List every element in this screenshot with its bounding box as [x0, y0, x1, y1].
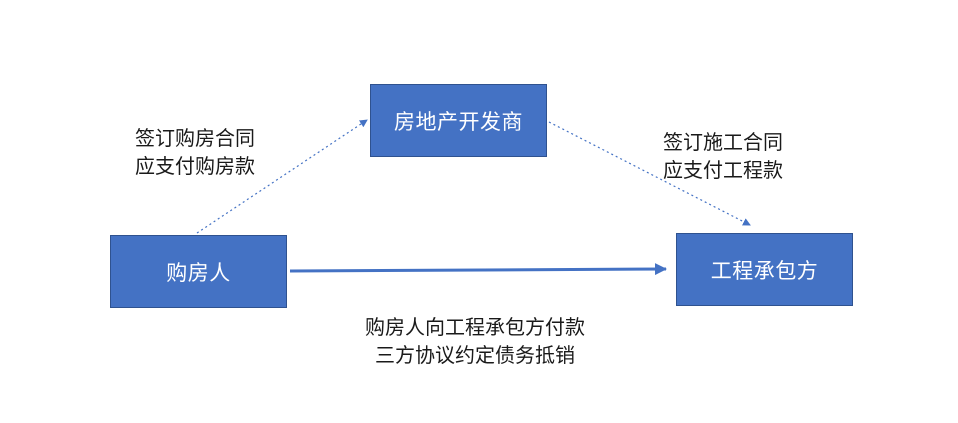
- contractor-label: 工程承包方: [710, 258, 819, 283]
- buyer-label: 购房人: [166, 260, 231, 285]
- arrow-buyer-to-developer: [196, 119, 368, 234]
- buyer-contractor-edge-label: 购房人向工程承包方付款 三方协议约定债务抵销: [300, 313, 650, 369]
- arrow-buyer-to-contractor: [289, 263, 667, 276]
- edge-label-line: 三方协议约定债务抵销: [375, 343, 575, 367]
- buyer-node: 购房人: [110, 235, 287, 308]
- buyer-developer-edge-label: 签订购房合同 应支付购房款: [135, 124, 255, 180]
- developer-contractor-edge-label: 签订施工合同 应支付工程款: [663, 128, 783, 184]
- edge-label-line: 应支付工程款: [663, 158, 783, 182]
- edge-label-line: 签订施工合同: [663, 130, 783, 154]
- developer-node: 房地产开发商: [370, 84, 547, 157]
- contractor-node: 工程承包方: [676, 233, 853, 306]
- edge-label-line: 应支付购房款: [135, 154, 255, 178]
- edge-label-line: 购房人向工程承包方付款: [365, 315, 585, 339]
- edge-label-line: 签订购房合同: [135, 126, 255, 150]
- developer-label: 房地产开发商: [394, 109, 523, 134]
